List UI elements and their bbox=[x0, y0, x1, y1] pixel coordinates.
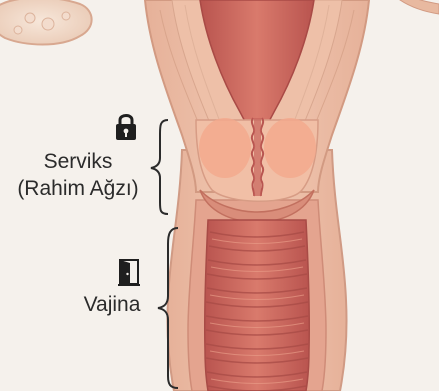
cervix-label-line1: Serviks bbox=[8, 148, 148, 175]
ovary-left bbox=[0, 0, 92, 45]
open-door-icon bbox=[118, 260, 140, 286]
fallopian-tube-right bbox=[400, 0, 439, 14]
lock-icon bbox=[116, 116, 136, 141]
cervix-bracket bbox=[151, 120, 168, 214]
vaginal-canal bbox=[205, 220, 310, 391]
cervix-label-line2: (Rahim Ağzı) bbox=[8, 175, 148, 202]
vagina-label: Vajina bbox=[72, 292, 152, 318]
cervix-label: Serviks (Rahim Ağzı) bbox=[8, 148, 148, 202]
